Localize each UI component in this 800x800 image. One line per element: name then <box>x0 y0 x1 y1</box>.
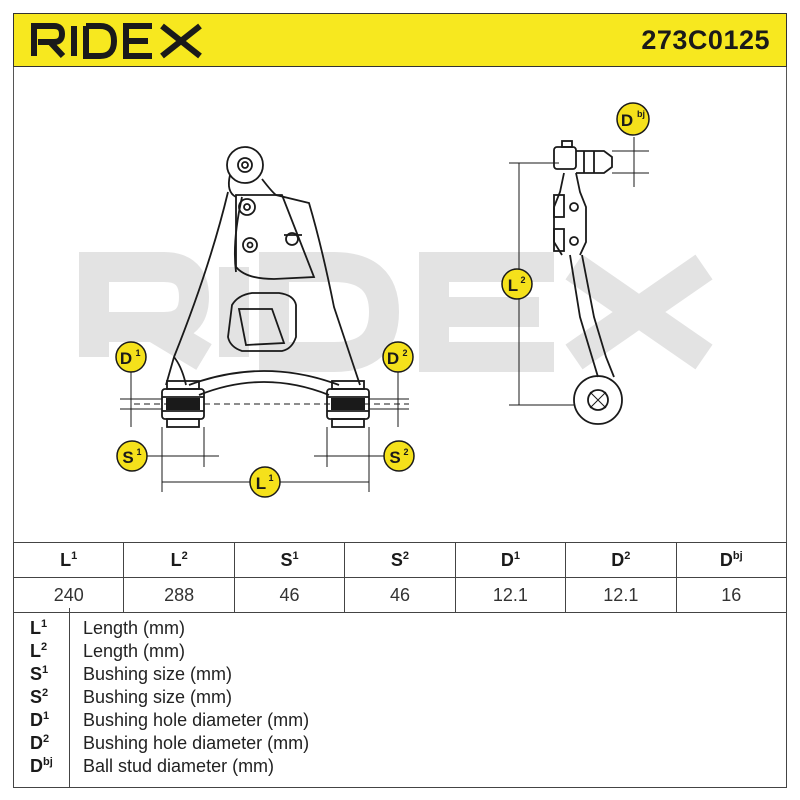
badge-d1: D 1 <box>115 341 147 373</box>
legend-description: Length (mm) <box>83 618 186 638</box>
svg-text:2: 2 <box>403 447 408 457</box>
header: 273C0125 <box>13 13 787 67</box>
badge-s2: S 2 <box>383 440 415 472</box>
legend-row-l2: L2 Length (mm) <box>14 641 786 664</box>
header-d2: D2 <box>565 542 677 578</box>
value-d2: 12.1 <box>565 577 677 613</box>
badge-l1: L 1 <box>249 466 281 498</box>
spec-table-values-row: 240 288 46 46 12.1 12.1 16 <box>12 577 788 613</box>
legend-description: Length (mm) <box>83 641 186 661</box>
svg-text:1: 1 <box>136 447 141 457</box>
legend-symbol: L1 <box>30 618 48 638</box>
svg-text:D: D <box>120 349 132 368</box>
svg-text:S: S <box>389 448 400 467</box>
diagram-frame: D 1 D 2 S 1 S 2 L 1 <box>13 67 787 542</box>
legend-symbol: S1 <box>30 664 49 684</box>
legend: L1 Length (mm) L2 Length (mm) S1 Bushing… <box>13 608 787 788</box>
svg-text:2: 2 <box>402 348 407 358</box>
legend-symbol: Dbj <box>30 756 53 776</box>
legend-row-d1: D1 Bushing hole diameter (mm) <box>14 710 786 733</box>
header-d1: D1 <box>454 542 567 578</box>
svg-text:L: L <box>508 276 518 295</box>
value-l2: 288 <box>123 577 235 613</box>
svg-text:D: D <box>387 349 399 368</box>
control-arm-side-view <box>553 140 623 425</box>
svg-text:D: D <box>621 111 633 130</box>
svg-text:1: 1 <box>268 473 273 483</box>
watermark <box>79 252 713 372</box>
legend-description: Bushing size (mm) <box>83 664 233 684</box>
legend-row-l1: L1 Length (mm) <box>14 618 786 641</box>
svg-text:2: 2 <box>520 275 525 285</box>
value-dbj: 16 <box>675 577 788 613</box>
svg-text:L: L <box>256 474 266 493</box>
legend-row-s2: S2 Bushing size (mm) <box>14 687 786 710</box>
legend-symbol: S2 <box>30 687 49 707</box>
header-dbj: Dbj <box>675 542 788 578</box>
header-s2: S2 <box>344 542 456 578</box>
diagram-drawing: D 1 D 2 S 1 S 2 L 1 <box>79 102 713 498</box>
legend-row-dbj: Dbj Ball stud diameter (mm) <box>14 756 786 779</box>
legend-description: Bushing hole diameter (mm) <box>83 733 310 753</box>
value-s2: 46 <box>344 577 456 613</box>
legend-symbol: D2 <box>30 733 50 753</box>
legend-description: Bushing size (mm) <box>83 687 233 707</box>
svg-text:bj: bj <box>637 109 645 119</box>
part-number: 273C0125 <box>641 25 770 55</box>
spec-table: L1 L2 S1 S2 D1 D2 Dbj 240 288 46 46 12.1… <box>12 542 788 613</box>
badge-dbj: D bj <box>616 102 650 136</box>
badge-l2: L 2 <box>501 268 533 300</box>
legend-symbol: D1 <box>30 710 50 730</box>
legend-description: Bushing hole diameter (mm) <box>83 710 310 730</box>
legend-symbol: L2 <box>30 641 48 661</box>
header-l2: L2 <box>123 542 235 578</box>
spec-table-header-row: L1 L2 S1 S2 D1 D2 Dbj <box>12 542 788 578</box>
ridex-logo <box>31 23 202 59</box>
legend-description: Ball stud diameter (mm) <box>83 756 275 776</box>
legend-row-s1: S1 Bushing size (mm) <box>14 664 786 687</box>
header-s1: S1 <box>233 542 346 578</box>
svg-text:1: 1 <box>135 348 140 358</box>
legend-divider <box>69 608 70 787</box>
badge-s1: S 1 <box>116 440 148 472</box>
header-l1: L1 <box>12 542 125 578</box>
svg-text:S: S <box>122 448 133 467</box>
control-arm-front-view <box>161 146 370 428</box>
badge-d2: D 2 <box>382 341 414 373</box>
legend-row-d2: D2 Bushing hole diameter (mm) <box>14 733 786 756</box>
value-l1: 240 <box>12 577 125 613</box>
